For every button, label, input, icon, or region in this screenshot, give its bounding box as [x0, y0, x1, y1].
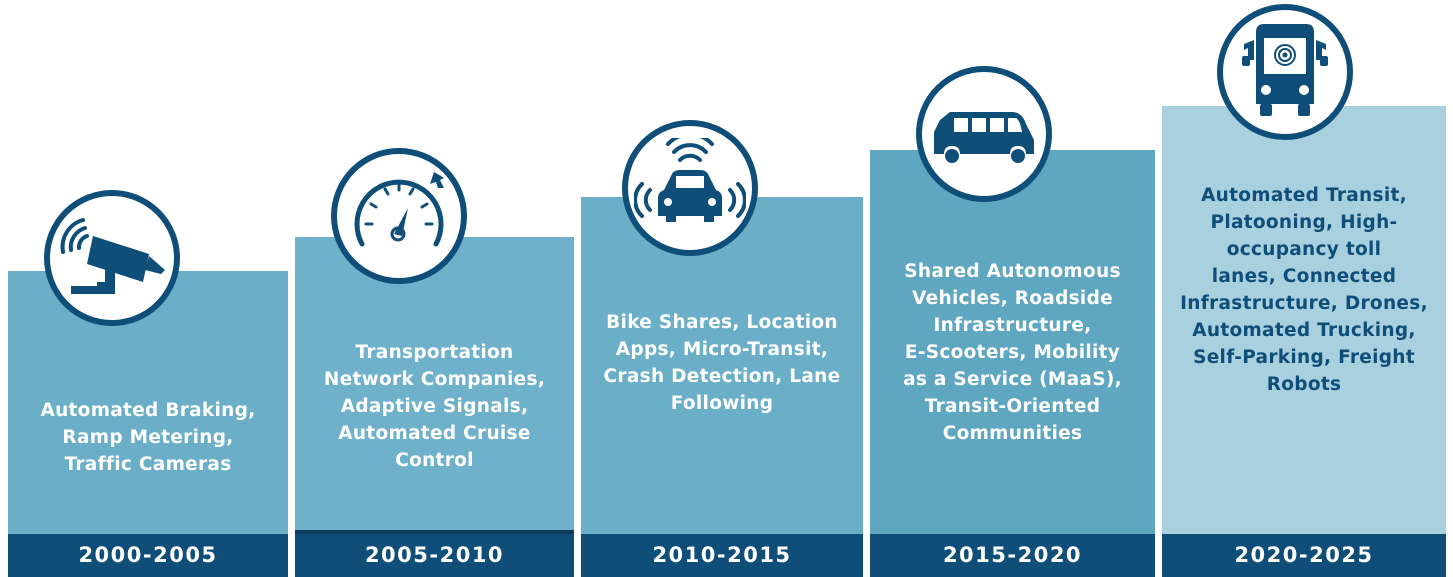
security-camera-icon	[60, 218, 165, 294]
era-icon-badge	[1217, 4, 1353, 140]
era-column-2010-2015: Bike Shares, Location Apps, Micro-Transi…	[581, 197, 863, 577]
era-label: Bike Shares, Location Apps, Micro-Transi…	[603, 312, 841, 414]
era-years: 2005-2010	[295, 530, 574, 577]
era-years: 2010-2015	[581, 534, 863, 577]
era-years: 2000-2005	[8, 534, 288, 577]
era-icon-badge	[44, 190, 180, 326]
era-label: Automated Braking, Ramp Metering, Traffi…	[40, 400, 256, 475]
era-icon-badge	[916, 66, 1052, 202]
era-column-2005-2010: Transportation Network Companies, Adapti…	[295, 237, 574, 577]
shuttle-van-icon	[934, 112, 1034, 163]
era-panel: Automated Transit, Platooning, High- occ…	[1162, 106, 1446, 534]
era-column-2000-2005: Automated Braking, Ramp Metering, Traffi…	[8, 271, 288, 577]
era-panel: Bike Shares, Location Apps, Micro-Transi…	[581, 197, 863, 534]
era-icon-badge	[331, 148, 467, 284]
era-panel: Shared Autonomous Vehicles, Roadside Inf…	[870, 150, 1155, 534]
speedometer-icon	[354, 172, 444, 247]
autonomous-bus-icon	[1242, 24, 1328, 116]
connected-car-icon	[634, 138, 746, 222]
era-years: 2020-2025	[1162, 534, 1446, 577]
era-panel: Transportation Network Companies, Adapti…	[295, 237, 574, 534]
era-column-2015-2020: Shared Autonomous Vehicles, Roadside Inf…	[870, 150, 1155, 577]
era-label: Shared Autonomous Vehicles, Roadside Inf…	[903, 261, 1122, 444]
era-label: Automated Transit, Platooning, High- occ…	[1180, 185, 1428, 395]
era-column-2020-2025: Automated Transit, Platooning, High- occ…	[1162, 106, 1446, 577]
era-icon-badge	[622, 120, 758, 256]
era-label: Transportation Network Companies, Adapti…	[323, 342, 546, 471]
era-years: 2015-2020	[870, 534, 1155, 577]
